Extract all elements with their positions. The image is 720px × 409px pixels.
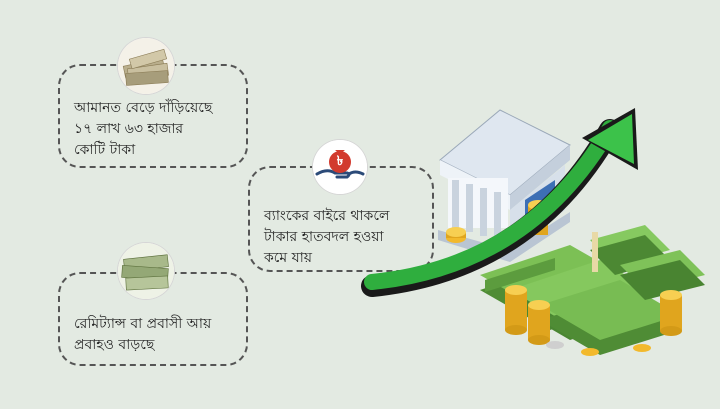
deposit-card: আমানত বেড়ে দাঁড়িয়েছে ১৭ লাখ ৬৩ হাজার …: [58, 64, 248, 168]
money-bag-hand-icon: ৳: [313, 140, 367, 194]
taka-symbol: ৳: [336, 154, 344, 169]
remittance-text: রেমিট্যান্স বা প্রবাসী আয় প্রবাহও বাড়ছ…: [74, 316, 212, 353]
growth-illustration: [360, 90, 720, 405]
growth-arrow-icon: [361, 108, 638, 297]
deposit-text: আমানত বেড়ে দাঁড়িয়েছে ১৭ লাখ ৬৩ হাজার …: [74, 100, 213, 158]
cash-out-text: ব্যাংকের বাইরে থাকলে টাকার হাতবদল হওয়া …: [264, 208, 390, 266]
money-stack-icon: [118, 38, 174, 94]
dollar-bundle-icon: [118, 243, 174, 299]
